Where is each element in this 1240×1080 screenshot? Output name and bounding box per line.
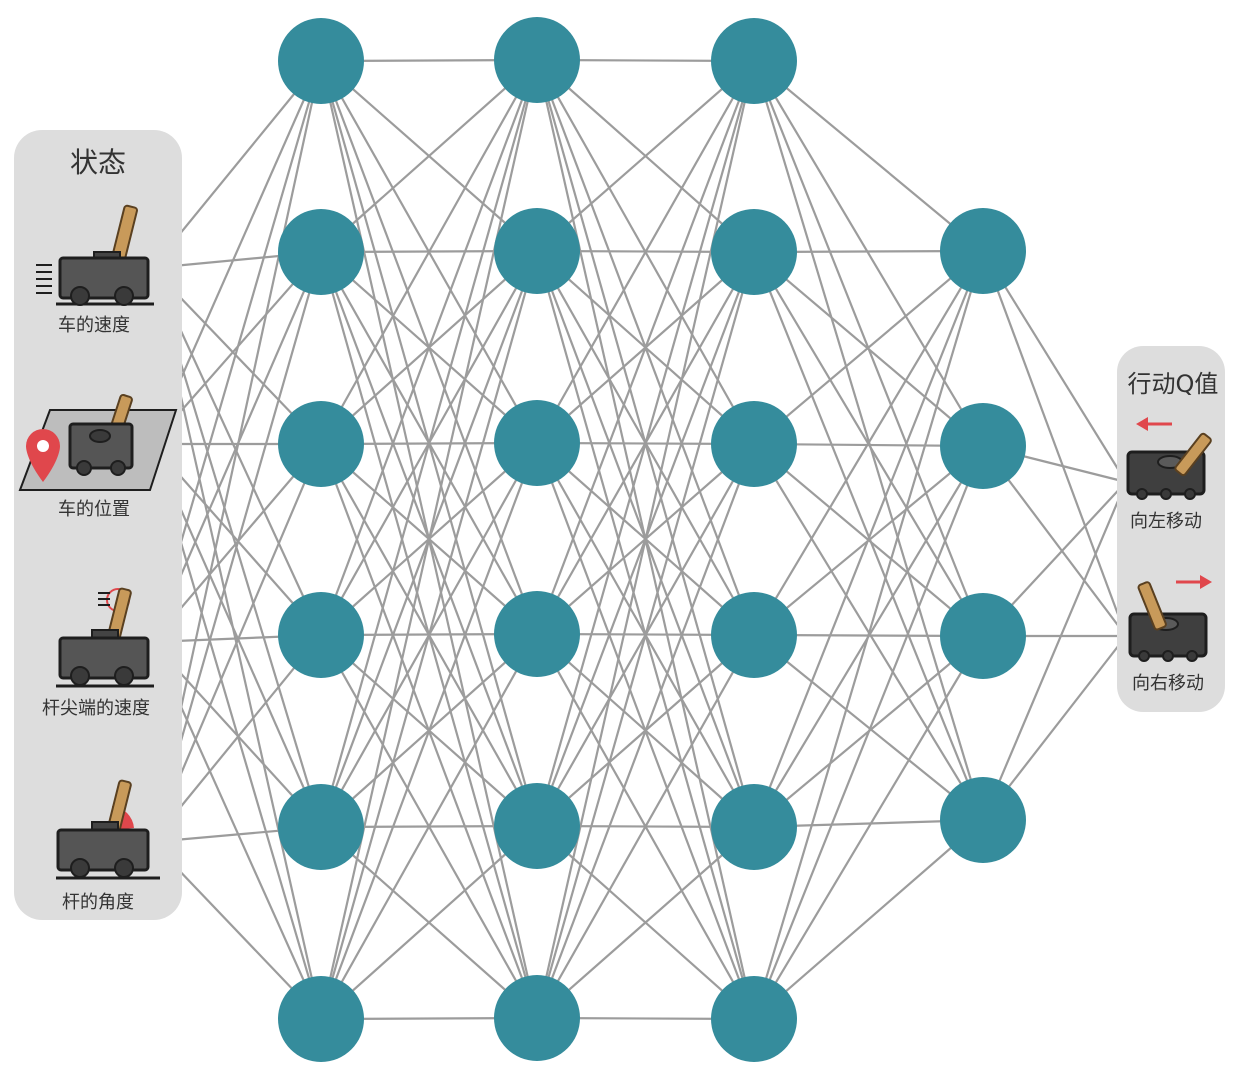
pole-tip-velocity-icon	[56, 587, 154, 688]
network-node-layer2-1	[494, 17, 580, 103]
network-edge	[319, 250, 539, 1020]
network-node-layer3-3	[711, 401, 797, 487]
network-edge	[319, 442, 539, 1020]
network-edge	[753, 60, 984, 252]
network-node-layer1-1	[278, 18, 364, 104]
network-edge	[535, 60, 756, 635]
network-edge	[320, 633, 538, 1020]
network-node-layer2-3	[494, 400, 580, 486]
state-item-label: 杆的角度	[62, 892, 134, 913]
network-node-layer3-5	[711, 784, 797, 870]
network-node-layer4-2	[940, 403, 1026, 489]
network-edge	[753, 250, 984, 445]
action-panel: 行动Q值 向左移动	[1117, 346, 1225, 712]
pole-angle-icon	[56, 779, 160, 880]
network-edge	[753, 251, 984, 447]
network-node-layer4-1	[940, 208, 1026, 294]
state-item-label: 车的位置	[58, 499, 130, 520]
network-node-layer1-3	[278, 401, 364, 487]
network-node-layer4-4	[940, 777, 1026, 863]
state-panel: 状态 车的速度	[14, 130, 182, 920]
state-item-label: 杆尖端的速度	[42, 698, 150, 719]
cart-move-left-icon	[1126, 417, 1212, 500]
network-edge	[319, 59, 539, 1020]
network-edge	[981, 250, 1128, 637]
network-edge	[536, 60, 755, 444]
state-item-cart-position: 车的位置	[18, 393, 178, 520]
network-node-layer1-2	[278, 209, 364, 295]
network-edge	[320, 59, 538, 445]
network-edge	[536, 826, 755, 1019]
network-edge	[982, 250, 1127, 483]
network-edge	[535, 251, 756, 1019]
network-node-layer3-2	[711, 209, 797, 295]
network-node-layer1-4	[278, 592, 364, 678]
state-item-label: 车的速度	[58, 315, 130, 336]
network-node-layer2-2	[494, 208, 580, 294]
action-item-label: 向左移动	[1130, 511, 1202, 532]
network-nodes	[278, 17, 1026, 1062]
network-edge	[319, 59, 539, 828]
cart-velocity-icon	[36, 204, 154, 306]
network-edge	[320, 59, 538, 253]
network-edge	[320, 825, 538, 1020]
network-edge	[752, 60, 985, 821]
network-node-layer1-5	[278, 784, 364, 870]
cart-position-icon	[18, 393, 178, 491]
network-node-layer1-6	[278, 976, 364, 1062]
network-node-layer3-4	[711, 592, 797, 678]
network-edge	[536, 634, 755, 1019]
network-edge	[753, 634, 984, 821]
state-item-cart-velocity: 车的速度	[36, 204, 154, 336]
action-panel-title: 行动Q值	[1128, 370, 1219, 398]
cart-move-right-icon	[1128, 575, 1212, 662]
action-item-label: 向右移动	[1132, 673, 1204, 694]
network-edge	[752, 250, 985, 1020]
state-panel-background	[14, 130, 182, 920]
state-item-pole-angle: 杆的角度	[56, 779, 160, 913]
network-edge	[981, 481, 1128, 821]
state-item-pole-tip-velocity: 杆尖端的速度	[42, 587, 154, 719]
network-edge	[752, 445, 985, 1020]
network-node-layer3-6	[711, 976, 797, 1062]
network-edge	[752, 251, 985, 821]
network-edge	[535, 60, 756, 827]
network-edge	[752, 250, 985, 828]
network-edge	[535, 443, 756, 1019]
network-node-layer4-3	[940, 593, 1026, 679]
network-node-layer3-1	[711, 18, 797, 104]
network-edge	[536, 60, 755, 252]
network-node-layer2-4	[494, 591, 580, 677]
network-edges	[150, 58, 1128, 1021]
network-edge	[753, 819, 984, 1020]
action-item-move-right: 向右移动	[1128, 575, 1212, 694]
network-edge	[753, 635, 984, 1020]
network-node-layer2-6	[494, 975, 580, 1061]
network-edge	[535, 60, 756, 1019]
action-item-move-left: 向左移动	[1126, 417, 1212, 532]
network-node-layer2-5	[494, 783, 580, 869]
network-edge	[319, 59, 539, 636]
network-edge	[753, 250, 984, 636]
state-panel-title: 状态	[70, 146, 126, 179]
